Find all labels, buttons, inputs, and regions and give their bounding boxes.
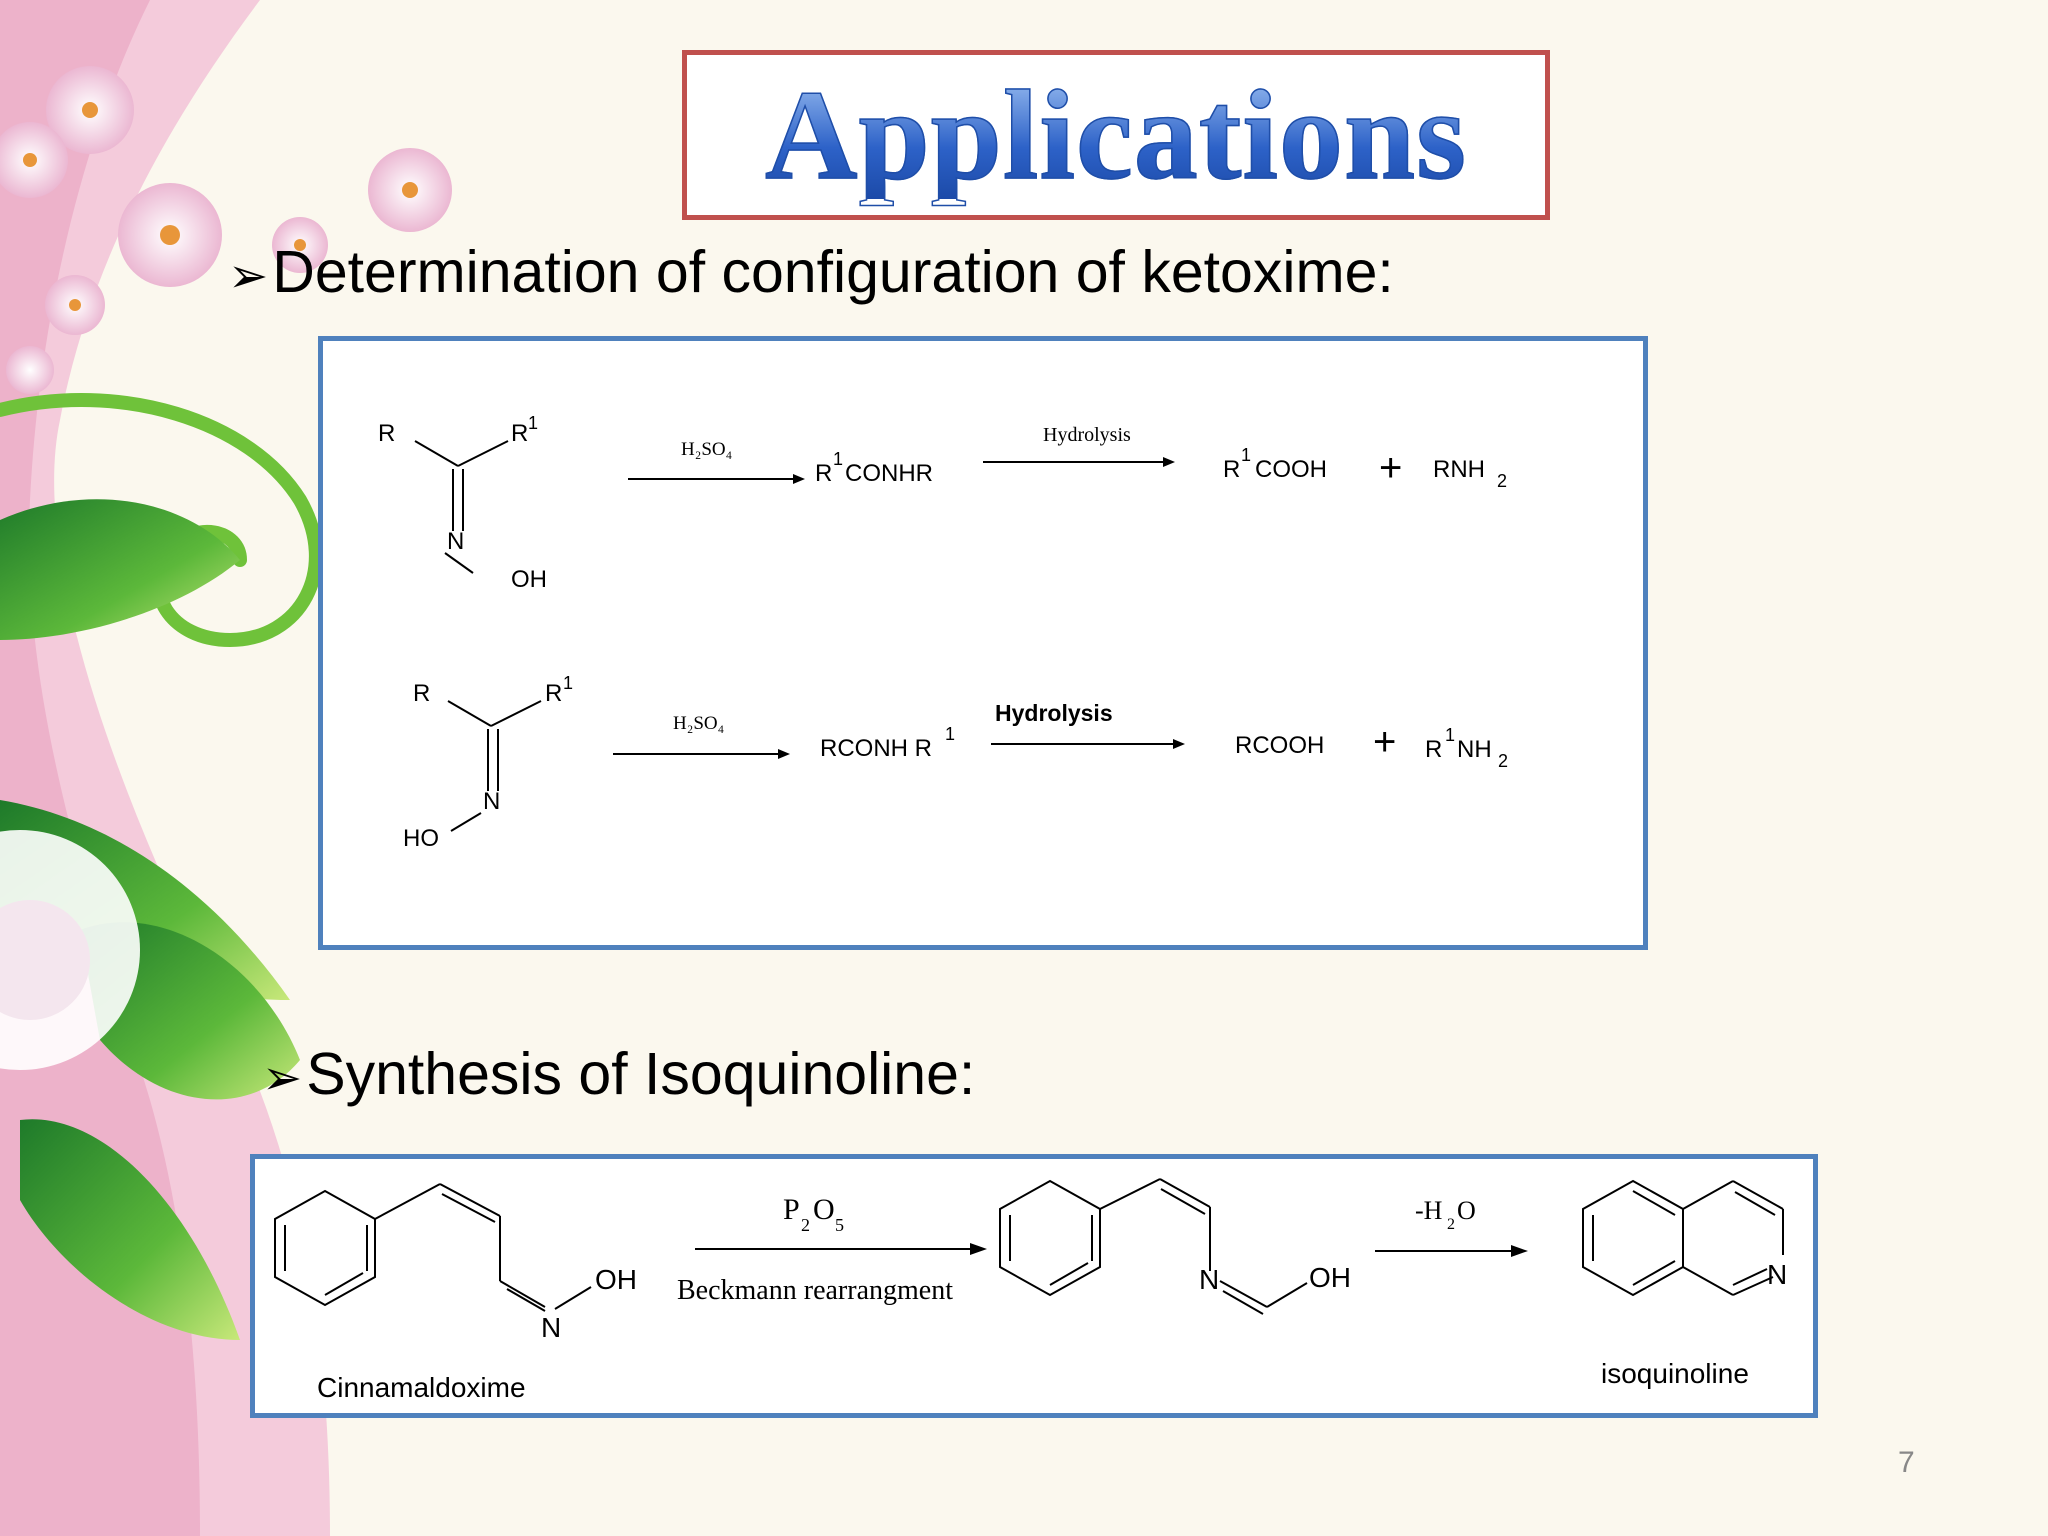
r2-amine-R: R	[1425, 736, 1442, 763]
r2-amide-sup: 1	[945, 724, 955, 744]
r2-plus: +	[1373, 720, 1396, 764]
cinnamaldoxime-structure	[274, 1183, 592, 1312]
bullet-arrow-icon: ➢	[228, 248, 269, 304]
reagent-P: P	[783, 1193, 800, 1226]
r2-reactant-R1: R	[545, 680, 562, 707]
r2-acid: RCOOH	[1235, 732, 1324, 759]
oxime-N: N	[541, 1312, 561, 1343]
bullet-heading-2: ➢Synthesis of Isoquinoline:	[262, 1040, 975, 1108]
title-box: Applications	[682, 50, 1550, 220]
r1-reactant-N: N	[447, 528, 464, 555]
reagent-O: O	[813, 1193, 835, 1226]
r1-acid-rest: COOH	[1255, 456, 1327, 483]
r1-reactant-R1: R	[511, 420, 528, 447]
oxime-OH: OH	[595, 1264, 637, 1295]
reactant-1	[414, 440, 509, 574]
r2-amide-main: RCONH R	[820, 735, 932, 762]
reagent-O-sub: 5	[835, 1215, 844, 1235]
bullet-heading-1: ➢Determination of configuration of ketox…	[228, 238, 1394, 306]
isoquinoline-reaction-scheme: N OH Cinnamaldoxime P 2 O 5 Beckmann rea…	[274, 1178, 1787, 1403]
r2-amine-sub: 2	[1498, 751, 1508, 771]
r1-reactant-OH: OH	[511, 566, 547, 593]
dehydration-pre: -H	[1415, 1196, 1443, 1225]
r1-amide-rest: CONHR	[845, 460, 933, 487]
r2-amine-base: NH	[1457, 736, 1492, 763]
page-number: 7	[1898, 1446, 1915, 1479]
bullet-arrow-icon: ➢	[262, 1050, 303, 1106]
r1-amide-R: R	[815, 460, 832, 487]
r2-reagent: H₂SO₄	[673, 713, 724, 734]
r2-amine-sup: 1	[1445, 725, 1455, 745]
r1-reactant-R: R	[378, 420, 395, 447]
inter-OH: OH	[1309, 1262, 1351, 1293]
r1-acid-R: R	[1223, 456, 1240, 483]
reagent-P-sub: 2	[801, 1215, 810, 1235]
reactant-2	[447, 700, 542, 832]
r1-plus: +	[1379, 446, 1402, 490]
start-name: Cinnamaldoxime	[317, 1372, 526, 1403]
r2-reactant-N: N	[483, 788, 500, 815]
intermediate-structure	[999, 1178, 1308, 1315]
reagent-name: Beckmann rearrangment	[677, 1275, 953, 1306]
r1-reactant-R1-sup: 1	[528, 413, 538, 433]
r2-reactant-R: R	[413, 680, 430, 707]
ketoxime-reaction-scheme: R R 1 N OH H₂SO₄ R 1 CONHR Hydrolysis R …	[378, 413, 1508, 852]
r1-acid-sup: 1	[1241, 445, 1251, 465]
slide-title: Applications	[764, 64, 1467, 206]
r2-reactant-HO: HO	[403, 825, 439, 852]
isoquinoline-reaction-box: N OH Cinnamaldoxime P 2 O 5 Beckmann rea…	[250, 1154, 1818, 1418]
r1-reagent: H₂SO₄	[681, 439, 732, 460]
r2-hydrolysis: Hydrolysis	[995, 700, 1113, 726]
r1-hydrolysis: Hydrolysis	[1043, 424, 1131, 446]
dehydration-post: O	[1457, 1196, 1476, 1225]
r1-amide-sup: 1	[833, 449, 843, 469]
heading-isoquinoline: Synthesis of Isoquinoline:	[306, 1041, 976, 1107]
isoquinoline-structure	[1582, 1179, 1784, 1297]
product-name: isoquinoline	[1601, 1358, 1749, 1389]
inter-N: N	[1199, 1264, 1219, 1295]
dehydration-sub: 2	[1447, 1216, 1455, 1233]
product-N: N	[1767, 1259, 1787, 1290]
r2-reactant-R1-sup: 1	[563, 673, 573, 693]
heading-configuration: Determination of configuration of ketoxi…	[272, 239, 1394, 305]
r1-amine-sub: 2	[1497, 471, 1507, 491]
r1-amine-base: RNH	[1433, 456, 1485, 483]
ketoxime-reaction-box: R R 1 N OH H₂SO₄ R 1 CONHR Hydrolysis R …	[318, 336, 1648, 950]
